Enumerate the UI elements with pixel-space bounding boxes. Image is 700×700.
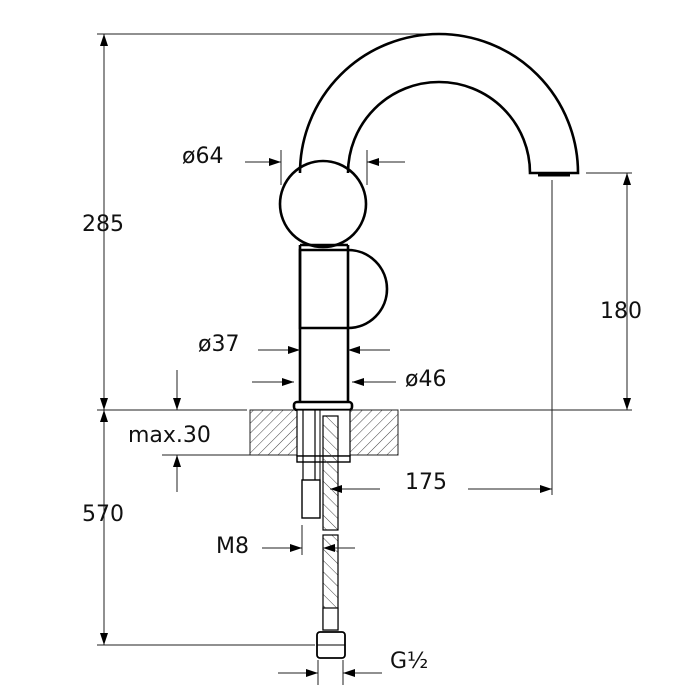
label-connection: G½	[390, 649, 428, 674]
label-total-height: 285	[82, 212, 124, 237]
label-spout-reach: 175	[405, 470, 447, 495]
label-base-diameter: ø46	[405, 367, 446, 392]
dimension-lines	[100, 34, 631, 685]
label-spout-height: 180	[600, 299, 642, 324]
spout	[298, 32, 580, 175]
extension-lines	[97, 33, 632, 646]
label-stud-thread: M8	[216, 534, 249, 559]
label-body-diameter: ø37	[198, 332, 239, 357]
label-hose-length: 570	[82, 502, 124, 527]
label-handle-diameter: ø64	[182, 144, 223, 169]
faucet-outline	[278, 32, 580, 412]
underside-fittings	[296, 409, 351, 659]
label-max-countertop: max.30	[128, 423, 211, 448]
lever-handle	[298, 248, 389, 330]
body	[298, 245, 350, 403]
hose-ferrule	[322, 607, 339, 631]
base-flange	[292, 400, 354, 412]
threaded-stud	[301, 479, 321, 519]
handle-knob	[278, 159, 368, 249]
flex-hose	[322, 415, 339, 531]
